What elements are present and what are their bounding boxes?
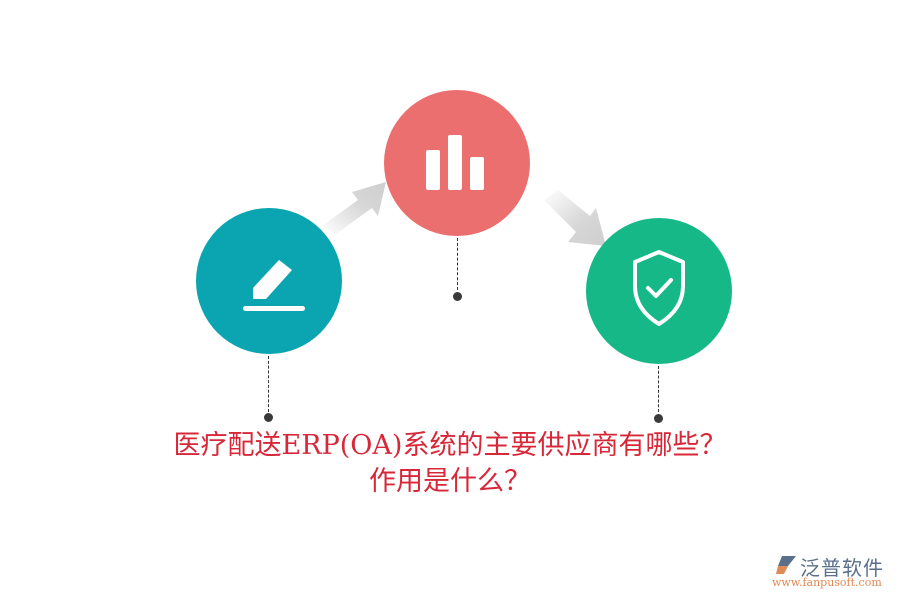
connector-line [457,238,458,290]
page-title: 医疗配送ERP(OA)系统的主要供应商有哪些？ 作用是什么？ [0,428,900,500]
title-line-1: 医疗配送ERP(OA)系统的主要供应商有哪些？ [173,430,727,461]
edit-node [196,208,342,354]
logo-url: www.fanpusoft.com [772,576,882,589]
bar-chart-icon [426,135,484,190]
connector-dot [264,413,273,422]
title-line-2: 作用是什么？ [369,466,531,497]
logo-name: 泛普软件 [800,556,884,580]
pencil-edit-icon [243,260,305,311]
connector-line [658,366,659,412]
logo-mark-icon [776,556,796,574]
chart-node [384,90,530,236]
shield-check-icon [633,250,685,326]
connector-dot [654,414,663,423]
connector-line [268,356,269,412]
arrow-up-right-icon [322,182,386,234]
brand-logo: 泛普软件 www.fanpusoft.com [772,552,900,598]
connector-dot [453,292,462,301]
arrow-down-right-icon [544,190,606,246]
security-node [586,218,732,364]
